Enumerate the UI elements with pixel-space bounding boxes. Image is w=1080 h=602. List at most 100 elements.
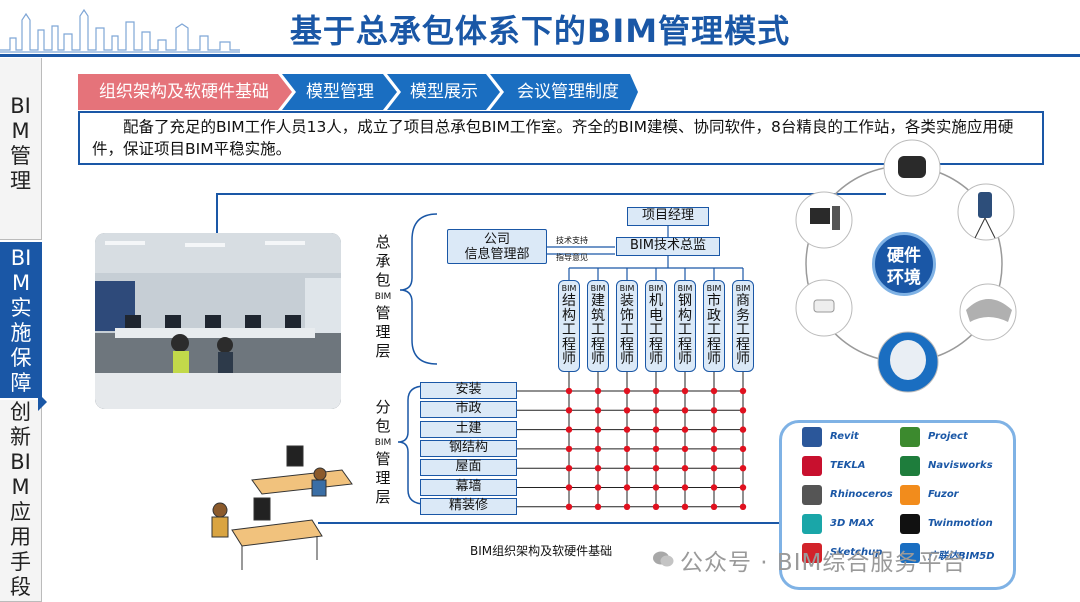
engineer-char: 机 — [649, 293, 663, 309]
responsibility-dot — [594, 407, 602, 414]
tab-shape-model-show — [387, 74, 500, 110]
responsibility-dot — [565, 407, 573, 414]
tab-model-display[interactable]: 模型展示 — [396, 74, 492, 110]
nav-char: 手 — [10, 550, 31, 574]
responsibility-dot — [565, 503, 573, 510]
watermark-text: 公众号 · BIM综合服务平台 — [680, 543, 966, 577]
tab-shape-model-mgmt — [282, 74, 397, 110]
engineer-char: 钢 — [678, 293, 692, 309]
tab-label: 会议管理制度 — [517, 82, 619, 102]
responsibility-dot — [565, 465, 573, 472]
software-name: Fuzor — [928, 489, 959, 500]
responsibility-dot — [681, 387, 689, 395]
responsibility-dot — [739, 465, 747, 472]
engineer-char: 装 — [620, 293, 634, 309]
responsibility-dot — [739, 484, 747, 491]
subcontractor-box[interactable]: 钢结构 — [420, 439, 517, 457]
subcontractor-box[interactable]: 屋面 — [420, 459, 517, 477]
layer-label-char: 层 — [375, 342, 391, 360]
nav-char: 保 — [10, 346, 32, 370]
engineer-char: BIM — [677, 284, 693, 293]
responsibility-dot — [710, 503, 718, 510]
responsibility-dot — [681, 445, 689, 453]
responsibility-dot — [623, 426, 631, 433]
description-box: 配备了充足的BIM工作人员13人，成立了项目总承包BIM工作室。齐全的BIM建模… — [78, 111, 1044, 165]
nav-char: 障 — [10, 371, 32, 395]
engineer-char: 程 — [562, 336, 576, 353]
engineer-char: 师 — [678, 351, 692, 367]
watermark-label: 公众号 · BIM综合服务平台 — [680, 550, 967, 576]
responsibility-dot — [623, 484, 631, 491]
responsibility-dot — [652, 387, 660, 395]
responsibility-dot — [652, 503, 660, 510]
hw-center-line1: 硬件 — [887, 246, 921, 266]
project-manager-box[interactable]: 项目经理 — [627, 207, 709, 226]
engineer-char: 师 — [649, 351, 663, 367]
description-text: 配备了充足的BIM工作人员13人，成立了项目总承包BIM工作室。齐全的BIM建模… — [92, 118, 1014, 158]
office-photo — [95, 233, 341, 409]
brace-subcontractor — [397, 385, 426, 505]
responsibility-dot — [652, 465, 660, 472]
workers-illustration — [211, 445, 353, 570]
subcontractor-box[interactable]: 市政 — [420, 401, 517, 419]
engineer-char: BIM — [648, 284, 664, 293]
nav-char: 实 — [10, 296, 32, 320]
software-logo-icon — [900, 543, 920, 563]
company-info-dept-box[interactable]: 公司 信息管理部 — [447, 229, 547, 264]
hardware-ring — [795, 139, 1017, 393]
layer-label-char: 理 — [375, 469, 391, 487]
engineer-char: 工 — [678, 322, 692, 338]
responsibility-dot — [594, 465, 602, 472]
engineer-char: 师 — [707, 351, 721, 367]
brace-general-contractor — [399, 213, 438, 365]
software-name: TEKLA — [830, 460, 866, 471]
tab-meeting-system[interactable]: 会议管理制度 — [502, 74, 634, 110]
responsibility-dot — [565, 484, 573, 491]
responsibility-dot — [623, 407, 631, 414]
layer-label-char: 管 — [375, 304, 391, 322]
layer-label-char: BIM — [374, 292, 392, 302]
tab-org-structure[interactable]: 组织架构及软硬件基础 — [86, 74, 282, 110]
layer-label-char: 包 — [375, 271, 391, 289]
annotation-tech-support: 技术支持 — [556, 236, 588, 245]
subcontractor-box[interactable]: 幕墙 — [420, 478, 517, 496]
responsibility-dot — [652, 407, 660, 414]
engineer-char: 工 — [736, 322, 750, 338]
responsibility-dot — [739, 387, 747, 395]
nav-char: 新 — [10, 425, 31, 449]
responsibility-dot — [594, 503, 602, 510]
responsibility-dot — [681, 484, 689, 491]
responsibility-dot — [565, 426, 573, 433]
subcontractor-box[interactable]: 安装 — [420, 382, 517, 399]
nav-char: M — [11, 119, 30, 143]
subcontractor-box[interactable]: 精装修 — [420, 497, 517, 515]
nav-char: 理 — [10, 169, 31, 193]
software-name: Twinmotion — [928, 518, 993, 529]
responsibility-dot — [710, 445, 718, 453]
engineer-char: 师 — [591, 351, 605, 367]
software-logo-icon — [802, 456, 822, 476]
bim-director-box[interactable]: BIM技术总监 — [616, 237, 720, 256]
nav-char: 用 — [10, 525, 31, 549]
responsibility-dot — [681, 503, 689, 510]
layer-label-char: 总 — [375, 233, 391, 251]
engineer-char: 程 — [707, 336, 721, 353]
layer-label-char: 管 — [375, 450, 391, 468]
tab-model-management[interactable]: 模型管理 — [292, 74, 388, 110]
engineer-char: 饰 — [620, 307, 634, 324]
responsibility-dot — [623, 387, 631, 395]
responsibility-dot — [623, 503, 631, 510]
subcontractor-box[interactable]: 土建 — [420, 420, 517, 438]
software-name: 3D MAX — [830, 518, 875, 529]
